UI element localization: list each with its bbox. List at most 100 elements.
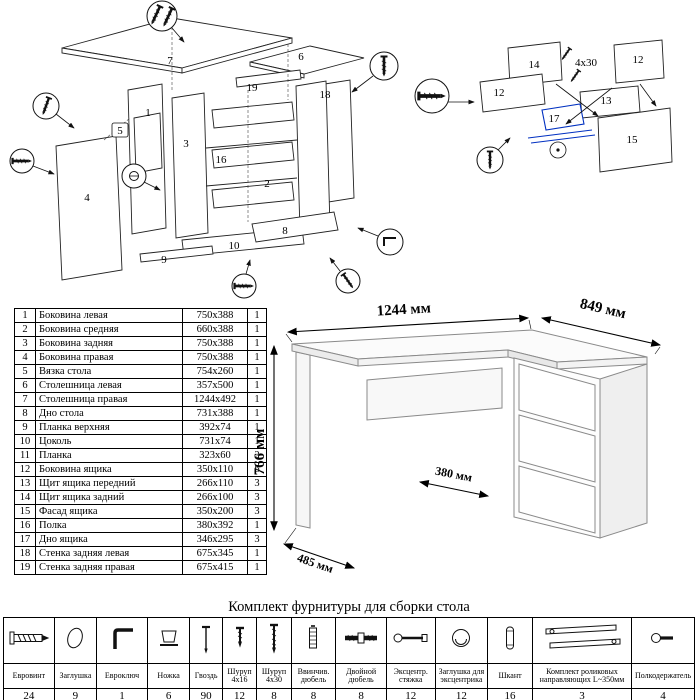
hardware-icon-cell bbox=[189, 617, 223, 664]
cam-cover-icon bbox=[452, 629, 471, 647]
hardware-name: Ввинчив. дюбель bbox=[290, 663, 337, 689]
hardware-qty: 12 bbox=[221, 688, 258, 700]
part-name: Дно стола bbox=[35, 406, 183, 421]
part-name: Планка верхняя bbox=[35, 420, 183, 435]
cam-bolt-icon bbox=[393, 633, 428, 643]
part-label-12-left: 12 bbox=[494, 87, 505, 99]
desk-fastener-callouts bbox=[9, 0, 404, 299]
part-name: Дно ящика bbox=[35, 532, 183, 547]
drawer-exploded-diagram bbox=[479, 39, 673, 173]
part-number: 4 bbox=[14, 350, 36, 365]
part-qty: 3 bbox=[247, 476, 267, 491]
part-number: 13 bbox=[14, 476, 36, 491]
hardware-name: Шкант bbox=[487, 663, 533, 689]
hardware-qty: 8 bbox=[256, 688, 292, 700]
part-name: Боковина левая bbox=[35, 308, 183, 323]
part-size: 357x500 bbox=[182, 378, 248, 393]
hardware-qty: 8 bbox=[335, 688, 387, 700]
part-number: 2 bbox=[14, 322, 36, 337]
part-label-9: 9 bbox=[161, 254, 167, 266]
drawer-bottom-and-rails bbox=[527, 103, 596, 144]
part-size: 323x60 bbox=[182, 448, 248, 463]
hardware-qty: 16 bbox=[487, 688, 533, 700]
hardware-icon-cell bbox=[96, 617, 148, 664]
part-number: 18 bbox=[14, 546, 36, 561]
part-label-18: 18 bbox=[320, 89, 332, 101]
part-number: 19 bbox=[14, 560, 36, 575]
height-dimension: 766 мм bbox=[252, 429, 268, 476]
part-label-3: 3 bbox=[183, 138, 189, 150]
desk-render bbox=[291, 329, 648, 539]
hardware-qty: 6 bbox=[146, 688, 191, 700]
shelf-support-icon bbox=[651, 633, 674, 643]
part-name: Планка bbox=[35, 448, 183, 463]
part-label-14: 14 bbox=[529, 59, 541, 71]
hardware-icon-cell bbox=[385, 617, 436, 664]
hardware-qty: 4 bbox=[631, 688, 695, 700]
screw-in-dowel-icon bbox=[309, 625, 318, 649]
part-number: 12 bbox=[14, 462, 36, 477]
hardware-name: Гвоздь bbox=[189, 663, 223, 689]
hardware-icon-cell bbox=[531, 617, 633, 664]
screw-size-note: 4x30 bbox=[575, 57, 598, 69]
part-label-6: 6 bbox=[298, 51, 304, 63]
part-label-16: 16 bbox=[216, 154, 228, 166]
part-label-13: 13 bbox=[601, 95, 613, 107]
hardware-icon-cell bbox=[335, 617, 387, 664]
part-number: 15 bbox=[14, 504, 36, 519]
hardware-qty: 1 bbox=[96, 688, 148, 700]
part-number: 8 bbox=[14, 406, 36, 421]
part-size: 675x345 bbox=[182, 546, 248, 561]
part-name: Боковина средняя bbox=[35, 322, 183, 337]
part-number: 5 bbox=[14, 364, 36, 379]
part-size: 1244x492 bbox=[182, 392, 248, 407]
cap-icon bbox=[67, 627, 84, 649]
hardware-names-row: Евровинт Заглушка Евроключ Ножка Гвоздь … bbox=[3, 663, 695, 689]
hardware-qty: 24 bbox=[3, 688, 55, 700]
right-depth-dimension: 849 мм bbox=[578, 296, 627, 322]
hardware-icon-cell bbox=[146, 617, 191, 664]
hardware-icon-cell bbox=[487, 617, 533, 664]
hardware-icon-cell bbox=[631, 617, 695, 664]
wood-dowel-icon bbox=[506, 626, 515, 650]
part-label-17: 17 bbox=[549, 113, 561, 125]
part-size: 750x388 bbox=[182, 336, 248, 351]
part-size: 754x260 bbox=[182, 364, 248, 379]
hardware-name: Двойной дюбель bbox=[335, 663, 387, 689]
hardware-name: Ножка bbox=[146, 663, 191, 689]
hardware-kit-title: Комплект фурнитуры для сборки стола bbox=[228, 599, 470, 615]
hardware-icon-cell bbox=[434, 617, 489, 664]
part-qty: 1 bbox=[247, 560, 267, 575]
drawer-fastener-callouts bbox=[414, 78, 511, 174]
part-number: 9 bbox=[14, 420, 36, 435]
hardware-icon-cell bbox=[221, 617, 258, 664]
hardware-qty: 12 bbox=[385, 688, 436, 700]
part-label-15: 15 bbox=[627, 134, 639, 146]
hardware-qty: 9 bbox=[53, 688, 98, 700]
part-label-5: 5 bbox=[117, 125, 123, 137]
hardware-icon-cell bbox=[256, 617, 292, 664]
part-number: 11 bbox=[14, 448, 36, 463]
hardware-qty: 8 bbox=[290, 688, 337, 700]
part-name: Стенка задняя правая bbox=[35, 560, 183, 575]
part-size: 392x74 bbox=[182, 420, 248, 435]
part-name: Столешница левая bbox=[35, 378, 183, 393]
hardware-name: Шуруп 4x16 bbox=[221, 663, 258, 689]
part-qty: 1 bbox=[247, 336, 267, 351]
part-number: 1 bbox=[14, 308, 36, 323]
exploded-diagrams: 7 6 19 18 5 1 3 16 2 4 10 8 9 bbox=[9, 0, 673, 299]
hardware-qty: 90 bbox=[189, 688, 223, 700]
drawer-assembly-arrows bbox=[549, 46, 657, 159]
desk-part-number-labels: 7 6 19 18 5 1 3 16 2 4 10 8 9 bbox=[84, 51, 331, 266]
drawer-part-number-labels: 14 12 12 13 17 15 4x30 bbox=[494, 54, 644, 146]
part-name: Боковина ящика bbox=[35, 462, 183, 477]
hardware-icon-cell bbox=[290, 617, 337, 664]
